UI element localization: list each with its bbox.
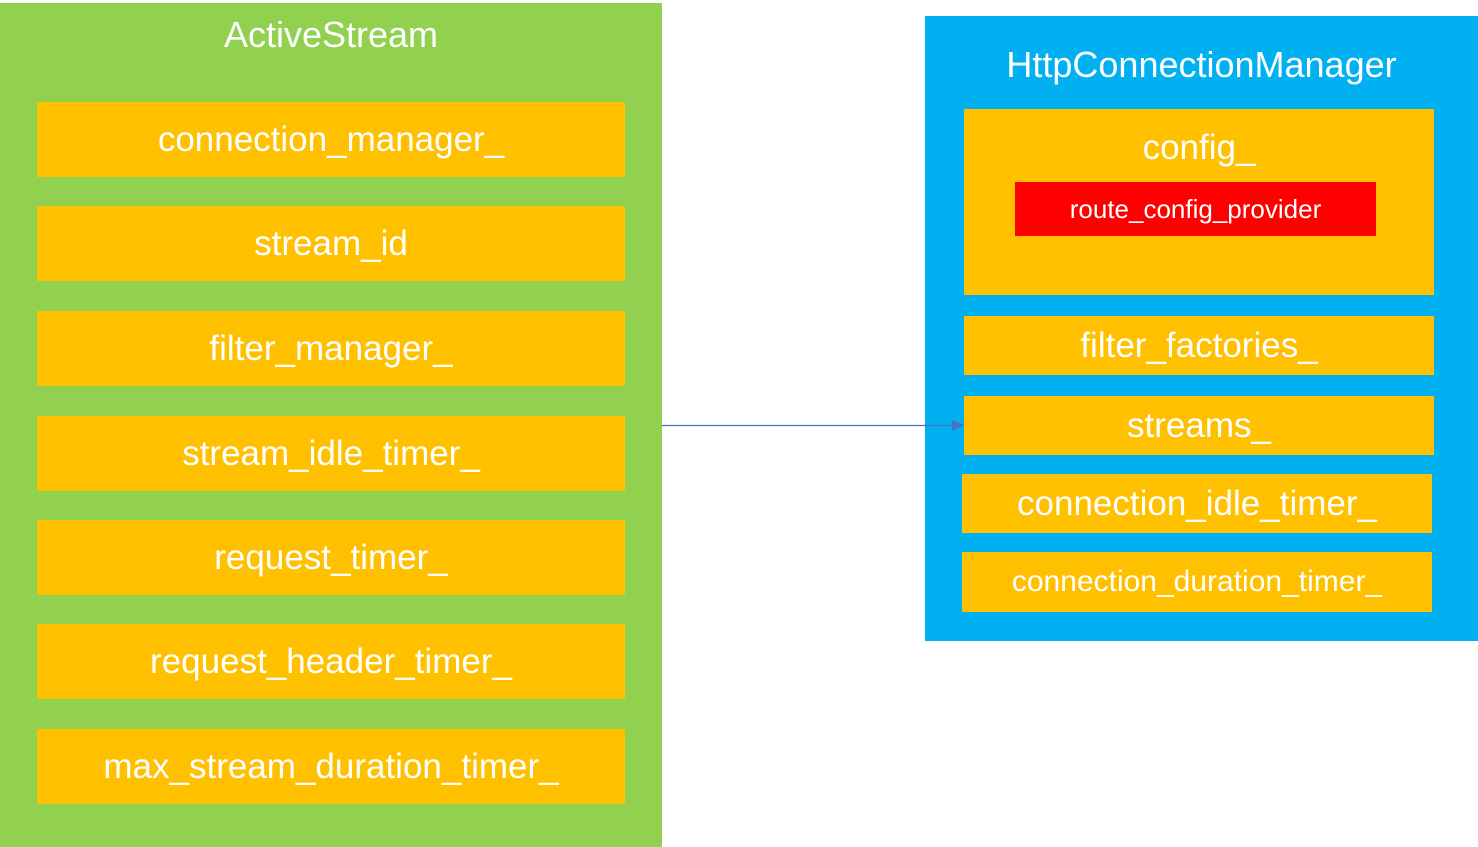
field-filter-factories: filter_factories_	[964, 316, 1434, 375]
config-label: config_	[1142, 128, 1256, 167]
route-config-provider: route_config_provider	[1015, 182, 1376, 236]
field-max-stream-duration-timer: max_stream_duration_timer_	[37, 729, 625, 804]
active-stream-title: ActiveStream	[223, 14, 439, 55]
field-connection-duration-timer: connection_duration_timer_	[962, 552, 1432, 612]
field-stream-idle-timer: stream_idle_timer_	[37, 416, 625, 491]
field-connection-manager: connection_manager_	[37, 102, 625, 177]
field-streams: streams_	[964, 396, 1434, 455]
arrow-head-icon	[952, 420, 964, 431]
field-stream-id: stream_id	[37, 206, 625, 281]
field-connection-idle-timer: connection_idle_timer_	[962, 474, 1432, 533]
field-request-timer: request_timer_	[37, 520, 625, 595]
http-connection-manager-title: HttpConnectionManager	[1006, 44, 1397, 85]
field-request-header-timer: request_header_timer_	[37, 624, 625, 699]
field-filter-manager: filter_manager_	[37, 311, 625, 386]
